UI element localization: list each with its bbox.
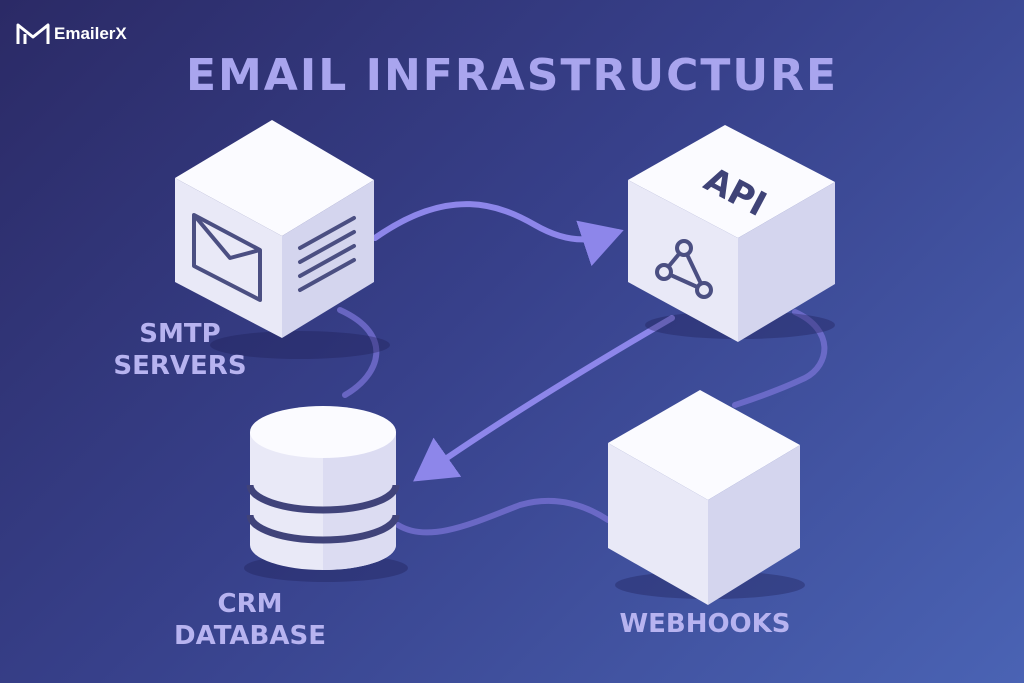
webhooks-label: WEBHOOKS	[619, 609, 791, 639]
page-title: EMAIL INFRASTRUCTURE	[185, 50, 839, 101]
connector-smtp-to-api	[372, 201, 624, 267]
connector-api-to-crm	[413, 315, 675, 482]
webhooks-cube	[608, 390, 805, 605]
envelope-icon	[192, 213, 262, 302]
smtp-server-cube	[175, 120, 390, 359]
brand-name: EmailerX	[54, 24, 127, 43]
brand: EmailerX	[16, 22, 127, 46]
database-icon	[244, 406, 408, 582]
connector-crm-to-webhooks	[395, 497, 611, 536]
network-nodes-icon	[655, 239, 713, 299]
smtp-servers-label: SMTP SERVERS	[113, 319, 247, 381]
api-cube: API	[628, 125, 835, 342]
text-lines-icon	[298, 216, 356, 292]
m-logo-icon	[16, 23, 50, 44]
crm-database-label: CRM DATABASE	[174, 589, 326, 651]
connector-api-to-webhooks	[732, 309, 828, 408]
connector-smtp-to-crm	[337, 307, 380, 398]
